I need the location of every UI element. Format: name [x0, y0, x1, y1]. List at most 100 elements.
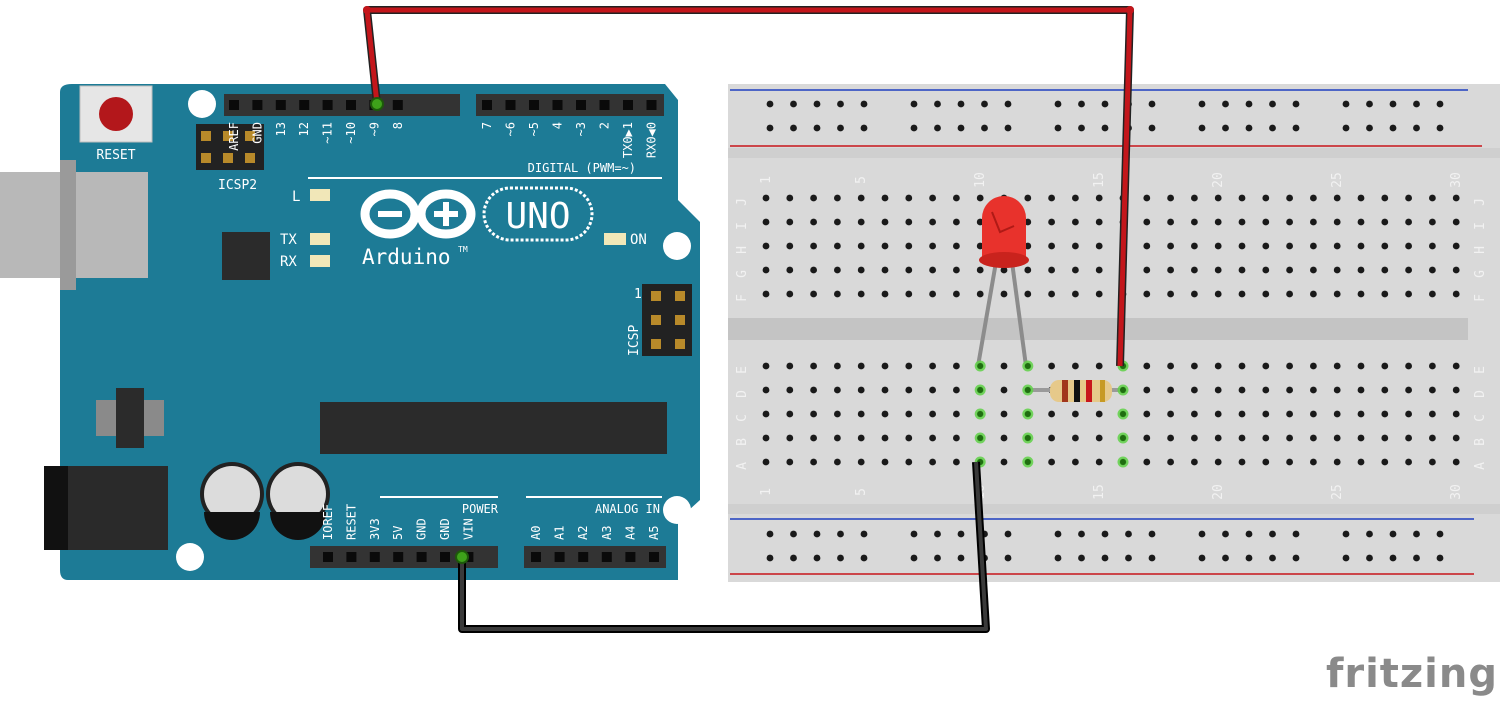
breadboard-hole [1167, 266, 1174, 274]
row-letter: H [1473, 246, 1488, 254]
breadboard-hole [881, 194, 889, 202]
icsp-pin1-label: 1 [634, 287, 642, 302]
rail-hole [1342, 124, 1350, 132]
rail-hole [1245, 124, 1253, 132]
rail-hole [837, 530, 844, 538]
breadboard-hole [1048, 218, 1055, 226]
breadboard-hole [810, 194, 817, 202]
rail-hole [1222, 554, 1229, 562]
breadboard-hole [834, 194, 841, 202]
breadboard-hole [1381, 194, 1389, 202]
breadboard-hole [1262, 290, 1270, 298]
breadboard-hole [1333, 434, 1341, 442]
breadboard-hole [929, 434, 936, 442]
arduino-logo: UNO Arduino TM [360, 186, 594, 269]
breadboard-hole [1262, 266, 1270, 274]
breadboard-hole [1429, 434, 1436, 442]
breadboard-hole [1072, 218, 1079, 226]
breadboard-hole [881, 362, 889, 370]
breadboard-hole [953, 266, 960, 274]
pin-11-connection [370, 97, 384, 111]
rail-hole [910, 554, 918, 562]
rail-hole [860, 554, 868, 562]
breadboard-hole [786, 434, 794, 442]
led-leg-anode [1010, 261, 1028, 367]
rail-hole [1078, 530, 1085, 538]
row-letter: D [1473, 390, 1488, 398]
breadboard-hole [905, 434, 913, 442]
breadboard-hole [1333, 386, 1341, 394]
pin-label: GND [250, 122, 264, 144]
breadboard-hole [929, 458, 936, 466]
breadboard-hole [905, 362, 913, 370]
power-label: POWER [462, 502, 499, 516]
breadboard-hole [1214, 290, 1222, 298]
rail-hole [1101, 124, 1109, 132]
breadboard-hole [1452, 458, 1460, 466]
breadboard-hole [1000, 458, 1008, 466]
rail-hole [1413, 554, 1420, 562]
breadboard-hole [1072, 458, 1079, 466]
breadboard-hole [1191, 458, 1198, 466]
breadboard-hole [1072, 266, 1079, 274]
breadboard-hole [1333, 410, 1341, 418]
header-pin [440, 552, 450, 562]
breadboard-hole [905, 458, 913, 466]
breadboard-hole [762, 218, 770, 226]
breadboard-hole [1143, 266, 1151, 274]
connected-hole-center [1024, 411, 1031, 417]
icsp2-pin [201, 131, 211, 141]
breadboard-hole [1191, 194, 1198, 202]
rail-hole [1436, 554, 1444, 562]
rail-hole [1269, 554, 1276, 562]
breadboard-hole [1381, 386, 1389, 394]
breadboard-hole [1405, 290, 1412, 298]
breadboard-hole [1452, 194, 1460, 202]
breadboard-hole [953, 458, 960, 466]
row-letter: J [735, 198, 750, 206]
breadboard-hole [1262, 242, 1270, 250]
rail-hole [1054, 100, 1062, 108]
column-number: 25 [1330, 484, 1345, 500]
breadboard-hole [1429, 458, 1436, 466]
icsp-pin [675, 339, 685, 349]
rail-hole [1292, 100, 1300, 108]
breadboard-hole [905, 266, 913, 274]
column-number: 30 [1449, 484, 1464, 500]
breadboard-hole [1262, 458, 1270, 466]
pin-label: ~11 [321, 122, 335, 144]
pin-label: GND [438, 518, 452, 540]
breadboard-hole [1095, 434, 1103, 442]
rail-hole [813, 100, 821, 108]
pin-label: 3V3 [368, 518, 382, 540]
rail-hole [981, 100, 988, 108]
breadboard-hole [953, 218, 960, 226]
breadboard-hole [976, 266, 984, 274]
breadboard-hole [1143, 242, 1151, 250]
breadboard-hole [1072, 194, 1079, 202]
breadboard-hole [881, 218, 889, 226]
rail-hole [837, 124, 844, 132]
breadboard-hole [881, 458, 889, 466]
breadboard-hole [1452, 410, 1460, 418]
breadboard-hole [1095, 290, 1103, 298]
header-pin [229, 100, 239, 110]
breadboard-hole [786, 194, 794, 202]
led-component [976, 196, 1029, 367]
breadboard-hole [1286, 434, 1293, 442]
header-pin [393, 552, 404, 562]
breadboard-hole [1381, 242, 1389, 250]
breadboard-hole [1262, 434, 1270, 442]
breadboard-hole [786, 266, 794, 274]
tm-mark: TM [458, 245, 468, 254]
pin-label: A4 [623, 526, 637, 540]
breadboard-hole [1357, 362, 1365, 370]
row-letter: D [735, 390, 750, 398]
column-number: 20 [1211, 484, 1226, 500]
led-tx-label: TX [280, 232, 297, 248]
breadboard-hole [1429, 242, 1436, 250]
pin-label: A5 [647, 526, 661, 540]
breadboard-hole [1143, 218, 1151, 226]
breadboard-hole [857, 266, 865, 274]
